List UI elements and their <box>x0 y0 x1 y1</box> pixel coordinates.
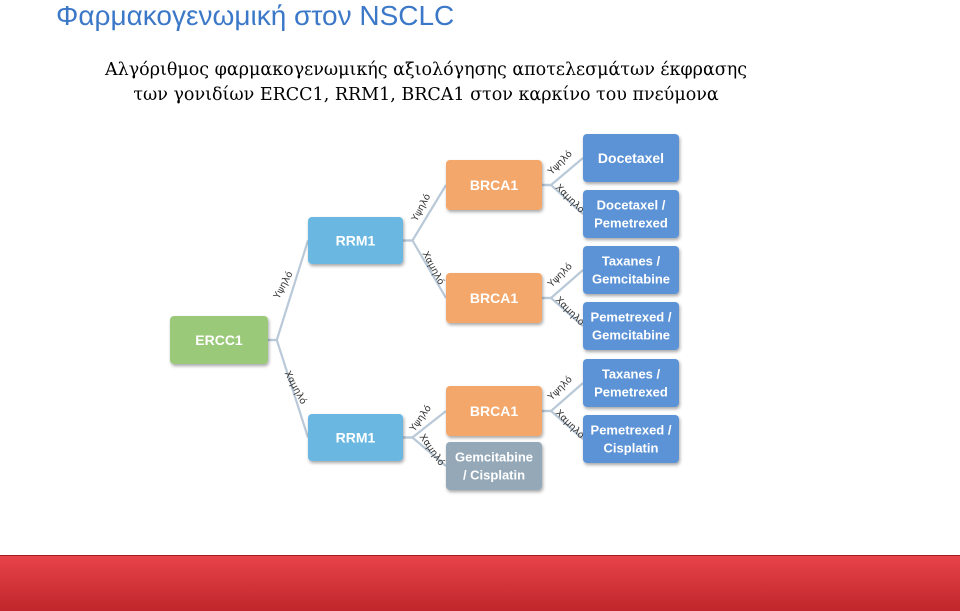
tree-edge <box>268 338 310 438</box>
tree-edge <box>403 239 447 299</box>
node-label: ERCC1 <box>195 332 243 348</box>
footer-bar <box>0 555 960 611</box>
node-drug-pem-cis: Pemetrexed / Cisplatin <box>583 415 679 463</box>
node-label: Docetaxel <box>598 150 664 166</box>
node-box <box>170 316 268 364</box>
edge-label: Υψηλό <box>545 261 574 290</box>
slide-subtitle: Αλγόριθμος φαρμακογενωμικής αξιολόγησης … <box>56 58 796 108</box>
node-label: Cisplatin <box>604 441 659 456</box>
node-drug-gem-cis: Gemcitabine / Cisplatin <box>446 442 542 490</box>
edge-label: Υψηλό <box>545 374 574 403</box>
node-box <box>583 246 679 294</box>
node-label: RRM1 <box>336 233 376 249</box>
edge-label: Χαμηλό <box>553 408 587 442</box>
node-label: Gemcitabine <box>592 328 670 343</box>
node-box <box>583 415 679 463</box>
edge-label: Χαμηλό <box>420 250 447 287</box>
node-label: Pemetrexed <box>594 385 668 400</box>
subtitle-line-1: Αλγόριθμος φαρμακογενωμικής αξιολόγησης … <box>104 60 748 80</box>
tree-edge <box>542 183 584 215</box>
node-label: Taxanes / <box>602 367 661 382</box>
node-brca1-b: BRCA1 <box>446 273 542 323</box>
node-label: Gemcitabine <box>592 272 670 287</box>
node-brca1-a: BRCA1 <box>446 160 542 210</box>
node-box <box>583 302 679 350</box>
node-box <box>583 190 679 238</box>
edge-label: Υψηλό <box>545 148 574 177</box>
node-label: Gemcitabine <box>455 450 533 465</box>
node-label: Pemetrexed / <box>591 310 672 325</box>
node-box <box>446 273 542 323</box>
node-label: Docetaxel / <box>597 198 666 213</box>
node-label: BRCA1 <box>470 290 518 306</box>
node-drug-doc-pem: Docetaxel / Pemetrexed <box>583 190 679 238</box>
node-box <box>446 442 542 490</box>
tree-edge <box>542 296 584 327</box>
edge-label: Χαμηλό <box>553 295 587 329</box>
node-label: BRCA1 <box>470 403 518 419</box>
node-box <box>308 414 403 461</box>
slide-title: Φαρμακογενωμική στον NSCLC <box>56 0 455 31</box>
node-box <box>446 160 542 210</box>
node-label: BRCA1 <box>470 177 518 193</box>
pharmacogenomic-decision-tree: ΥψηλόΧαμηλόΥψηλόΧαμηλόΥψηλόΧαμηλόΥψηλόΧα… <box>170 134 679 490</box>
node-label: / Cisplatin <box>463 468 525 483</box>
subtitle-line-2: των γονιδίων ERCC1, RRM1, BRCA1 στον καρ… <box>133 85 719 105</box>
node-drug-tax-pem: Taxanes / Pemetrexed <box>583 359 679 407</box>
node-label: RRM1 <box>336 430 376 446</box>
node-rrm1-low: RRM1 <box>308 414 403 461</box>
node-brca1-c: BRCA1 <box>446 386 542 436</box>
node-drug-docetaxel: Docetaxel <box>583 134 679 182</box>
node-box <box>308 217 403 264</box>
node-label: Taxanes / <box>602 254 661 269</box>
edge-label: Χαμηλό <box>553 182 587 216</box>
edge-label: Χαμηλό <box>417 432 447 468</box>
node-drug-pem-gem: Pemetrexed / Gemcitabine <box>583 302 679 350</box>
node-label: Pemetrexed / <box>591 423 672 438</box>
node-ercc1: ERCC1 <box>170 316 268 364</box>
edge-label: Υψηλό <box>409 192 433 224</box>
node-layer: ERCC1RRM1RRM1BRCA1BRCA1BRCA1DocetaxelDoc… <box>170 134 679 490</box>
tree-edge <box>403 436 447 467</box>
node-drug-tax-gem: Taxanes / Gemcitabine <box>583 246 679 294</box>
edge-label: Υψηλό <box>271 269 295 301</box>
node-box <box>446 386 542 436</box>
node-box <box>583 359 679 407</box>
node-rrm1-high: RRM1 <box>308 217 403 264</box>
node-label: Pemetrexed <box>594 216 668 231</box>
node-box <box>583 134 679 182</box>
tree-edge <box>542 409 584 440</box>
